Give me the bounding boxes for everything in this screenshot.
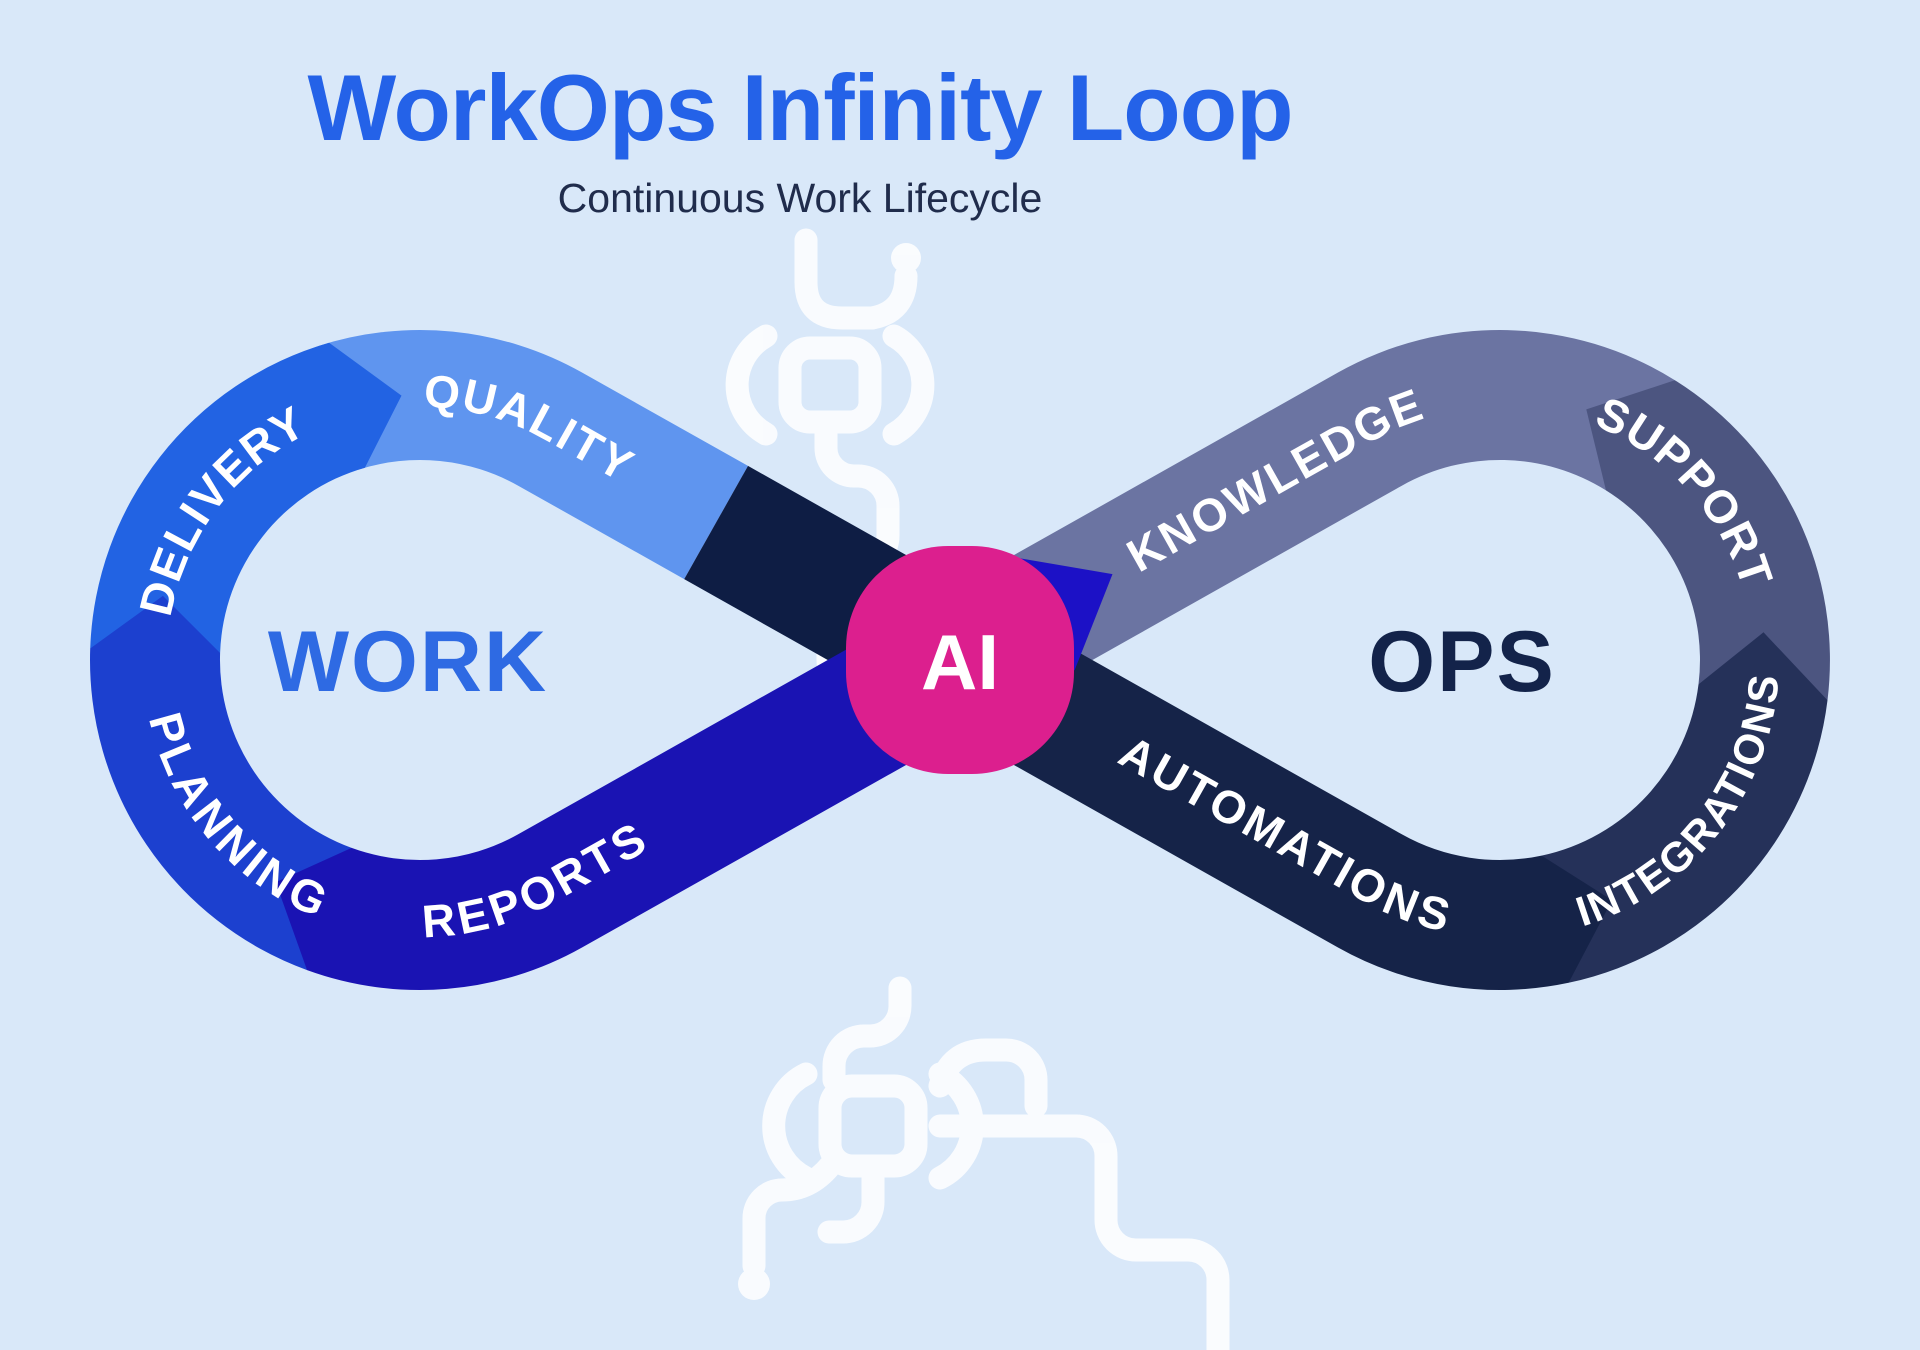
segment-support (1586, 380, 1830, 701)
segment-planning (89, 595, 352, 971)
circuit-line (928, 1038, 1048, 1118)
ai-label: AI (921, 618, 999, 706)
page-subtitle: Continuous Work Lifecycle (558, 175, 1043, 221)
circuit-node-dot (738, 1268, 770, 1300)
segment-quality (318, 329, 748, 580)
segment-reports (275, 583, 1027, 991)
work-label: WORK (268, 614, 548, 710)
circuit-arc-right (882, 324, 935, 446)
circuit-line (742, 1154, 842, 1278)
segment-delivery (90, 342, 402, 653)
segment-knowledge (1010, 330, 1675, 670)
circuit-line (794, 228, 884, 330)
circuit-line (817, 1154, 885, 1244)
ai-badge (846, 546, 1074, 774)
circuit-snake (822, 976, 912, 1092)
left-loop (89, 329, 748, 971)
circuit-line (928, 1114, 1230, 1350)
circuit-arc-left (762, 1062, 818, 1190)
ops-label: OPS (1368, 614, 1556, 710)
segment-integrations (1541, 632, 1828, 983)
ai-node: AI (846, 546, 1074, 774)
circuit-node-dot (891, 243, 921, 273)
circuit-doodle-bottom (738, 976, 1230, 1350)
page-title: WorkOps Infinity Loop (307, 55, 1292, 160)
circuit-arc-left (725, 324, 778, 446)
